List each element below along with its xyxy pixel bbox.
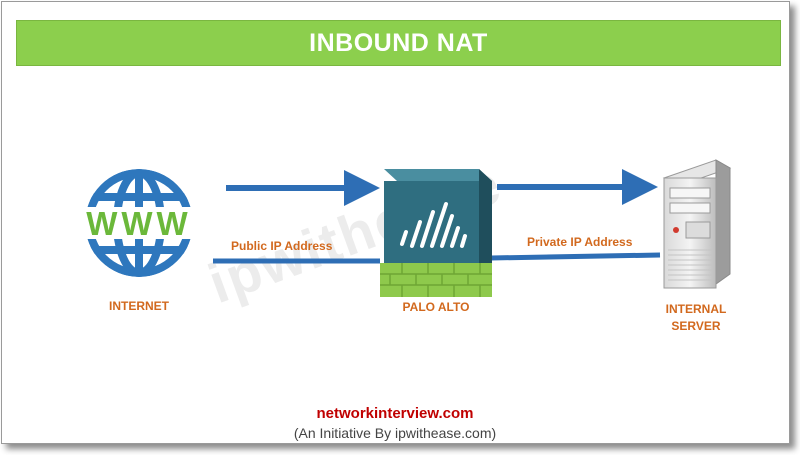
private-ip-label: Private IP Address (527, 235, 633, 249)
public-ip-label: Public IP Address (231, 239, 333, 253)
www-text: WWW (86, 205, 191, 242)
line-firewall-server-lower (490, 252, 661, 261)
internet-label: INTERNET (109, 299, 169, 313)
internal-server-label: INTERNAL SERVER (650, 301, 742, 335)
globe-www-icon: WWW (72, 169, 206, 277)
footer-tagline: (An Initiative By ipwithease.com) (293, 425, 497, 441)
palo-alto-label: PALO ALTO (402, 300, 470, 314)
internal-server-label-line1: INTERNAL (665, 302, 727, 316)
internal-server-label-line2: SERVER (671, 319, 721, 333)
palo-alto-firewall-icon (380, 169, 492, 297)
title-banner: INBOUND NAT (16, 20, 781, 66)
diagram-title: INBOUND NAT (309, 28, 488, 57)
footer-brand: networkinterview.com (316, 405, 474, 422)
server-icon (662, 159, 732, 289)
